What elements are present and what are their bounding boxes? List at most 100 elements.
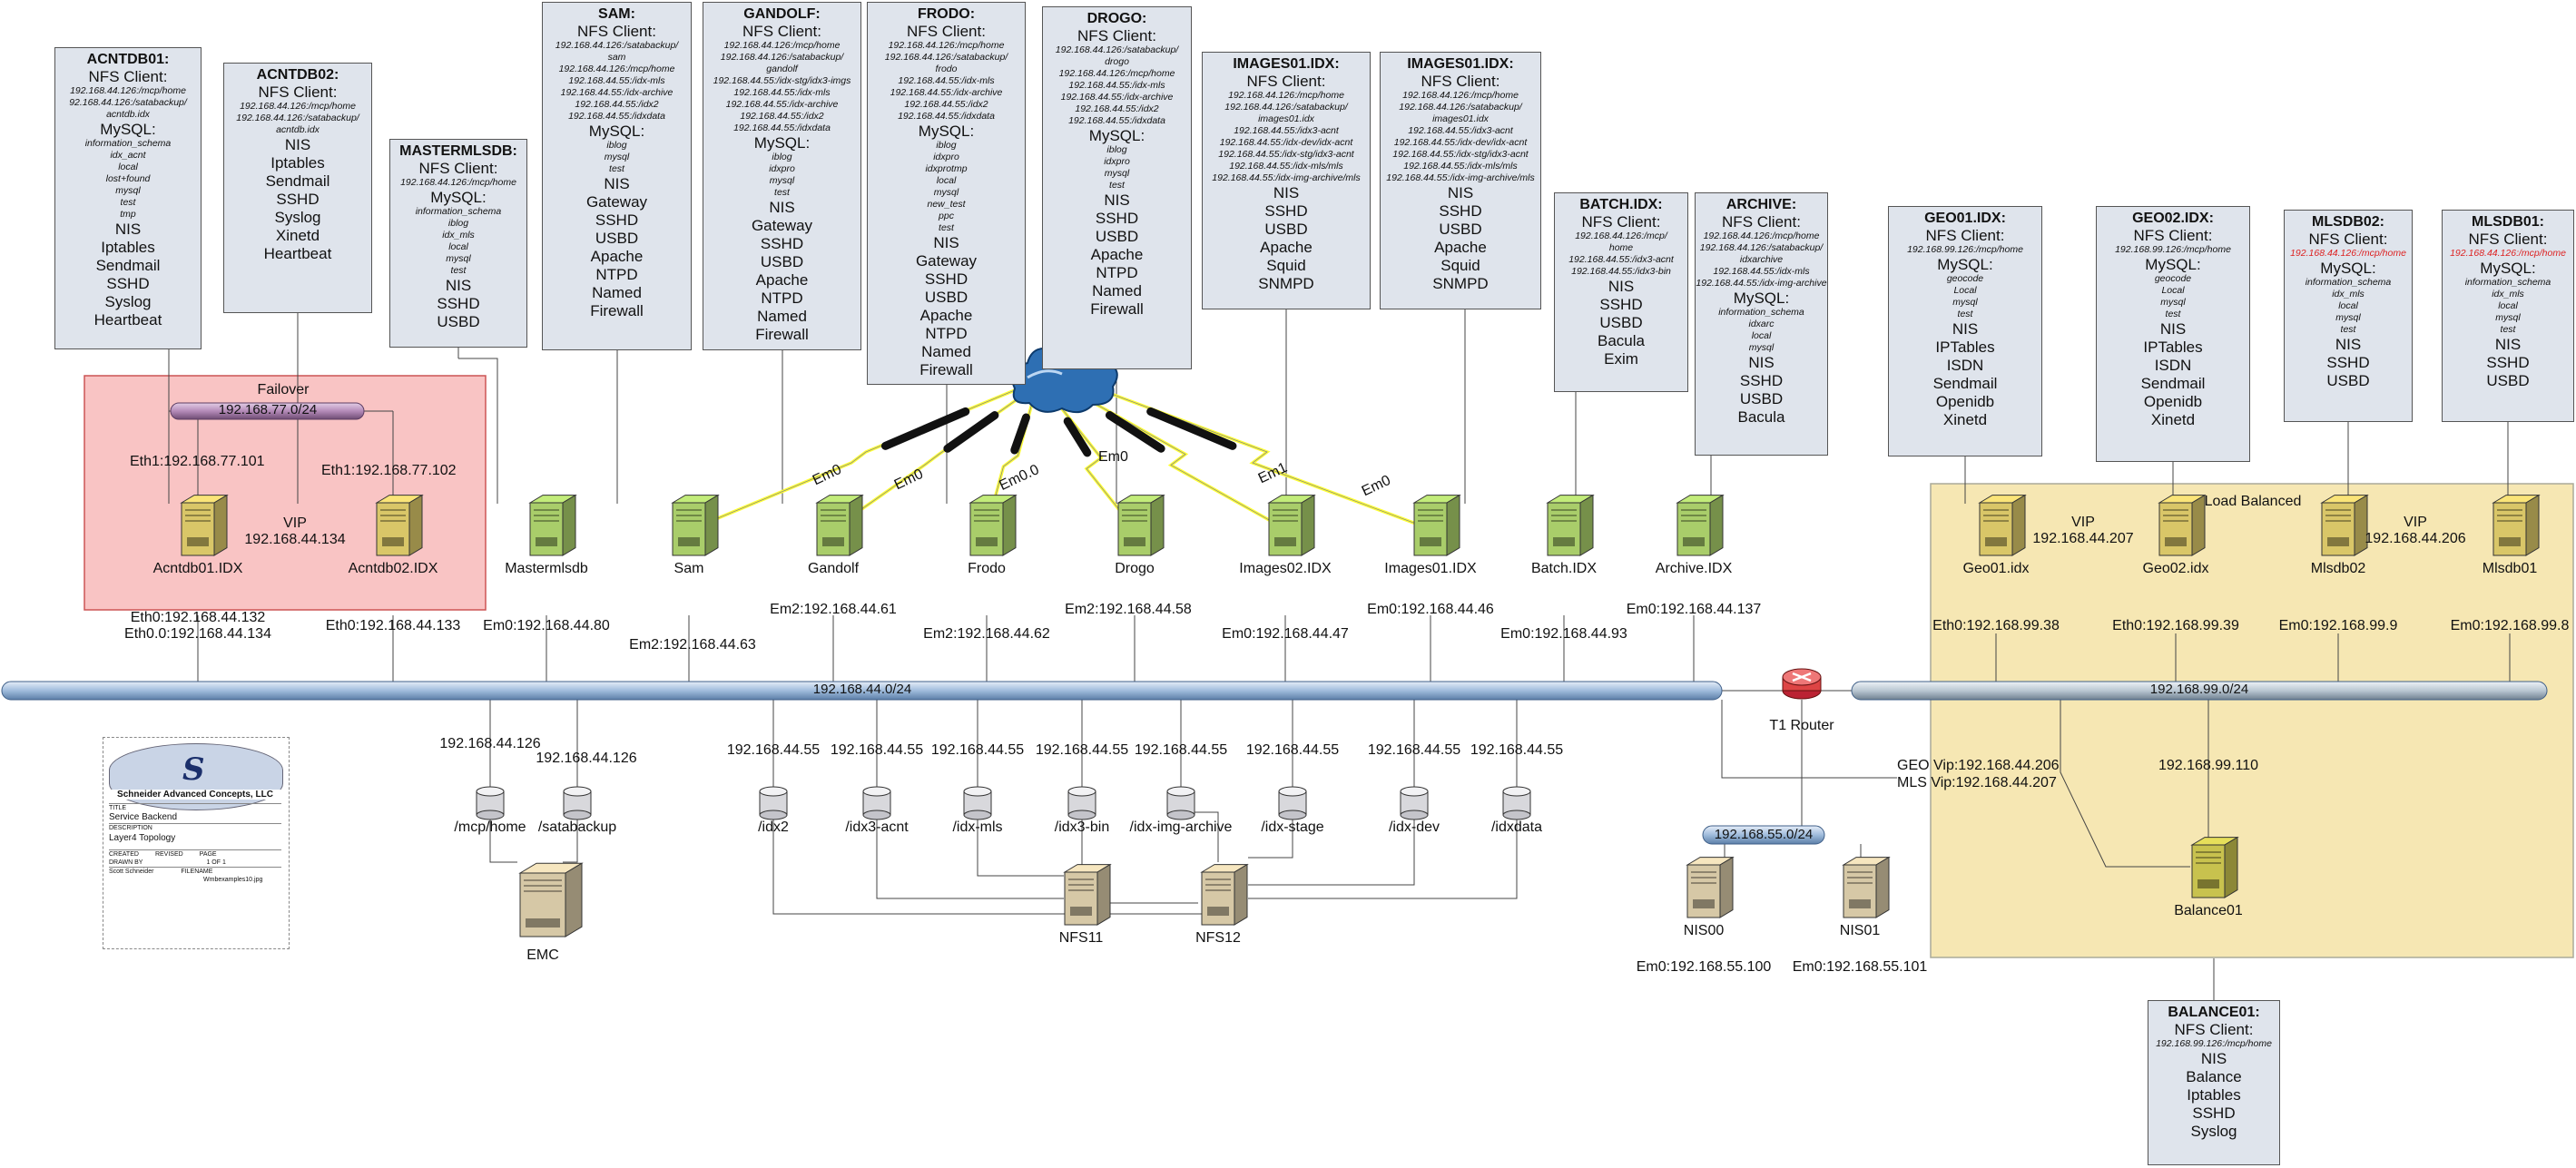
- info-box-line: 192.168.44.55:/idx-stg/idx3-acnt: [1218, 149, 1354, 160]
- nis00-name: NIS00: [1683, 923, 1725, 938]
- batch-ip: Em0:192.168.44.93: [1500, 626, 1627, 642]
- info-box-15: MLSDB01:NFS Client:192.168.44.126:/mcp/h…: [2442, 210, 2574, 422]
- info-box-line: idxpro: [933, 152, 959, 162]
- mlsdb02-name: Mlsdb02: [2310, 561, 2366, 576]
- info-box-line: idx_mls: [2332, 289, 2365, 299]
- info-box-title: BATCH.IDX:: [1579, 197, 1663, 212]
- info-box-11: ARCHIVE:NFS Client:192.168.44.126:/mcp/h…: [1695, 192, 1828, 456]
- balance01-server-icon: [2190, 836, 2239, 898]
- info-box-line: Apache: [755, 271, 809, 289]
- info-box-line: Xinetd: [2150, 411, 2196, 428]
- info-box-9: IMAGES01.IDX:NFS Client:192.168.44.126:/…: [1380, 52, 1541, 309]
- info-box-line: idx_acnt: [110, 150, 146, 161]
- info-box-line: SSHD: [2486, 354, 2530, 371]
- info-box-line: 92.168.44.126:/satabackup/: [69, 97, 187, 108]
- info-box-line: 192.168.44.55:/idx-stg/idx3-acnt: [1392, 149, 1529, 160]
- info-box-line: Squid: [1440, 257, 1480, 274]
- images02-server-icon: [1267, 494, 1316, 556]
- info-box-line: 192.168.44.126:/satabackup/: [720, 52, 844, 63]
- gandolf-server-icon: [815, 494, 864, 556]
- info-box-title: IMAGES01.IDX:: [1233, 56, 1340, 72]
- info-box-line: 192.168.44.126:/satabackup/: [1055, 44, 1179, 55]
- info-box-line: 192.168.44.126:/mcp/home: [558, 64, 675, 74]
- info-box-line: 192.168.44.55:/idx-dev/idx-acnt: [1219, 137, 1353, 148]
- info-box-line: NFS Client:: [2468, 231, 2548, 248]
- info-box-line: sam: [607, 52, 626, 63]
- info-box-line: local: [936, 175, 957, 186]
- info-box-line: NFS Client:: [2308, 231, 2388, 248]
- info-box-line: SSHD: [2192, 1104, 2236, 1122]
- description-value: Layer4 Topology: [109, 832, 281, 850]
- info-box-line: acntdb.idx: [106, 109, 150, 120]
- info-box-title: MASTERMLSDB:: [399, 143, 517, 159]
- info-box-line: NFS Client:: [1077, 27, 1156, 44]
- info-box-line: NFS Client:: [1421, 73, 1500, 90]
- info-box-line: Named: [592, 284, 642, 301]
- info-box-line: ISDN: [1946, 357, 1984, 374]
- sam-name: Sam: [673, 561, 704, 576]
- geo-vip-route-label: GEO Vip:192.168.44.206: [1897, 758, 2060, 773]
- info-box-line: idxprotmp: [925, 163, 968, 174]
- acntdb01-ip: Eth0:192.168.44.132 Eth0.0:192.168.44.13…: [124, 610, 271, 642]
- info-box-line: 192.168.44.126:/mcp/home: [400, 177, 516, 188]
- info-box-line: SNMPD: [1432, 275, 1489, 292]
- filename-label: FILENAME: [181, 869, 213, 875]
- archive-ip: Em0:192.168.44.137: [1626, 602, 1762, 617]
- info-box-title: SAM:: [598, 6, 635, 22]
- info-box-line: NIS: [1104, 191, 1130, 209]
- info-box-line: NFS Client:: [907, 23, 986, 40]
- info-box-line: NFS Client:: [88, 68, 168, 85]
- drawn-label: DRAWN BY: [109, 859, 143, 866]
- images01-ip: Em0:192.168.44.46: [1367, 602, 1494, 617]
- info-box-3: MASTERMLSDB:NFS Client:192.168.44.126:/m…: [389, 139, 527, 348]
- storage-name: /idx3-acnt: [845, 820, 909, 835]
- frodo-server-icon: [968, 494, 1018, 556]
- info-box-line: 192.168.44.126:/mcp/home: [1058, 68, 1175, 79]
- info-box-line: 192.168.44.55:/idx-archive: [725, 99, 839, 110]
- info-box-line: NFS Client:: [577, 23, 656, 40]
- storage-name: /idx-mls: [952, 820, 1003, 835]
- info-box-line: new_test: [927, 199, 966, 210]
- info-box-line: mysql: [2160, 297, 2186, 308]
- info-box-line: idxpro: [769, 163, 795, 174]
- info-box-line: geocode: [2154, 273, 2192, 284]
- info-box-line: ppc: [939, 211, 954, 221]
- info-box-line: lost+found: [105, 173, 151, 184]
- info-box-line: Sendmail: [2140, 375, 2206, 392]
- load-balanced-group: [1930, 483, 2574, 958]
- info-box-line: 192.168.44.126:/satabackup/: [1399, 102, 1522, 113]
- info-box-line: Named: [757, 308, 807, 325]
- info-box-line: NIS: [1447, 184, 1474, 201]
- info-box-line: test: [2165, 309, 2181, 319]
- info-box-line: 192.168.44.55:/idx-mls: [733, 87, 831, 98]
- info-box-5: GANDOLF:NFS Client:192.168.44.126:/mcp/h…: [703, 2, 861, 350]
- info-box-line: test: [2340, 324, 2356, 335]
- info-box-line: NIS: [2335, 336, 2362, 353]
- gandolf-name: Gandolf: [807, 561, 860, 576]
- created-label: CREATED: [109, 851, 139, 858]
- failover-label: Failover: [257, 382, 310, 398]
- info-box-line: USBD: [1264, 221, 1308, 238]
- link-segment: [1146, 407, 1237, 450]
- info-box-line: mysql: [2495, 312, 2521, 323]
- info-box-line: acntdb.idx: [276, 124, 320, 135]
- info-box-line: 192.168.44.126:/mcp/home: [1703, 231, 1820, 241]
- link-segment: [1010, 413, 1030, 455]
- info-box-line: 192.168.44.55:/idx-stg/idx3-imgs: [713, 75, 851, 86]
- nfs11-server-icon: [1063, 863, 1112, 926]
- mlsdb02-server-icon: [2320, 494, 2369, 556]
- storage-ip: 192.168.44.55: [1035, 742, 1129, 758]
- info-box-line: NTPD: [925, 325, 968, 342]
- info-box-line: MySQL:: [918, 123, 975, 140]
- info-box-line: IPTables: [1935, 339, 1995, 356]
- mlsdb01-server-icon: [2492, 494, 2541, 556]
- geo02-ip: Eth0:192.168.99.39: [2112, 618, 2239, 633]
- info-box-line: NFS Client:: [1581, 213, 1661, 231]
- info-box-line: SSHD: [1599, 296, 1643, 313]
- drawn-value: Scott Schneider: [109, 869, 154, 875]
- nis00-server-icon: [1686, 856, 1735, 918]
- info-box-line: local: [448, 241, 468, 252]
- info-box-line: 192.168.44.126:/mcp/home: [1228, 90, 1344, 101]
- info-box-line: 192.168.44.55:/idx3-acnt: [1408, 125, 1513, 136]
- info-box-line: mysql: [769, 175, 795, 186]
